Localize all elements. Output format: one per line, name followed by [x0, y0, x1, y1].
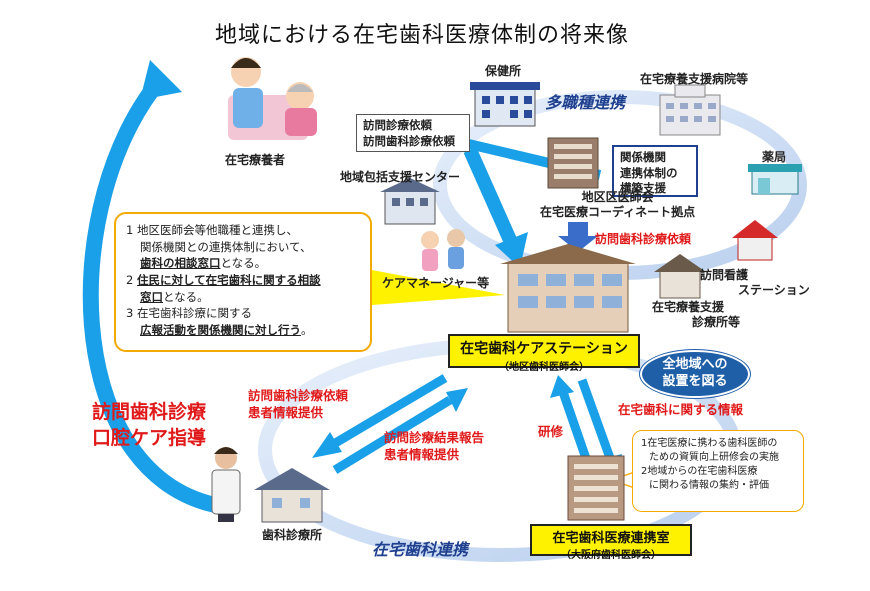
info-line-7: 広報活動を関係機関に対し行う。 — [126, 322, 360, 339]
care-manager-label: ケアマネージャー等 — [382, 276, 490, 290]
kankei-box-line: 関係機関 — [620, 150, 666, 164]
clinic-building — [254, 468, 330, 523]
request-arrow — [463, 147, 517, 243]
clinic-label: 歯科診療所 — [262, 528, 323, 542]
houmon-kango-line: 訪問看護 — [700, 268, 749, 282]
patient-label: 在宅療養者 — [225, 153, 286, 167]
houmon-kango-label: 訪問看護 ステーション — [700, 268, 810, 298]
pharmacy-building — [748, 164, 802, 195]
research-line: 1在宅医療に携わる歯科医師の — [641, 438, 778, 449]
patient-illustration — [228, 57, 317, 140]
info-underline: 広報活動を関係機関に対し行う — [140, 323, 301, 338]
dentist-illustration — [211, 447, 241, 522]
shien-shinryo-line: 在宅療養支援 — [652, 300, 725, 314]
setup-oval: 全地域への 設置を図る — [640, 350, 750, 398]
shika-joho-label: 在宅歯科に関する情報 — [618, 402, 744, 417]
care-manager-illustration — [421, 229, 465, 271]
care-station-building — [500, 244, 636, 333]
renkei-room-building — [567, 455, 625, 521]
result-report-arrow — [332, 396, 453, 474]
info-line-3: 歯科の相談窓口となる。 — [126, 255, 360, 272]
renkei-room-box: 在宅歯科医療連携室 （大阪府歯科医師会） — [530, 524, 692, 561]
kenshu-arrowhead — [550, 375, 574, 398]
request-box-line: 訪問歯科診療依頼 — [363, 133, 455, 148]
info-text: となる。 — [163, 289, 209, 304]
info-line-4: 2 住民に対して在宅歯科に関する相談 — [126, 272, 360, 289]
district-label: 地区区医師会 在宅医療コーディネート拠点 — [540, 190, 695, 220]
kankei-box-line: 構築支援 — [620, 181, 666, 196]
info-underline: 歯科の相談窓口 — [140, 256, 221, 271]
district-label-line: 地区区医師会 — [581, 190, 654, 204]
left-red-line: 訪問歯科診療 — [92, 401, 207, 423]
left-red-label: 訪問歯科診療 口腔ケア指導 — [92, 400, 206, 451]
result-report-line: 訪問診療結果報告 — [384, 430, 485, 445]
info-text: となる。 — [220, 256, 267, 271]
request-box: 訪問診療依頼 訪問歯科診療依頼 — [356, 114, 470, 152]
role-info-box: 1 地区医師会等他職種と連携し、 関係機関との連携体制において、 歯科の相談窓口… — [114, 212, 372, 352]
hospital-building — [659, 84, 721, 136]
research-line: 2地域からの在宅歯科医療 — [641, 466, 758, 477]
result-report-arrowhead — [446, 388, 468, 412]
hokenjo-label: 保健所 — [485, 64, 522, 78]
setup-oval-line: 全地域への — [662, 357, 728, 373]
district-building — [547, 137, 599, 189]
result-report-line: 患者情報提供 — [384, 446, 460, 462]
shien-shinryo-building — [654, 254, 706, 299]
info-line: 3 在宅歯科診療に関する — [126, 306, 252, 321]
pharmacy-label: 薬局 — [762, 150, 787, 164]
left-red-line: 口腔ケア指導 — [92, 426, 207, 449]
kankei-box-line: 連携体制の — [620, 165, 678, 180]
research-line: ための資質向上研修会の実施 — [649, 452, 779, 463]
houmon-kango-building — [732, 220, 778, 261]
info-underline: 住民に対して在宅歯科に関する相談 — [136, 273, 321, 288]
request-info-line: 訪問歯科診療依頼 — [248, 388, 349, 403]
info-num: 2 — [126, 273, 137, 288]
info-pointer — [372, 270, 505, 305]
info-line-5: 窓口となる。 — [126, 289, 360, 306]
district-label-line: 在宅医療コーディネート拠点 — [540, 205, 696, 219]
district-down-arrow — [558, 222, 598, 252]
shien-shinryo-label: 在宅療養支援 診療所等 — [652, 300, 740, 330]
request-info-line: 患者情報提供 — [248, 404, 324, 420]
info-line: 1 地区医師会等他職種と連携し、 — [126, 223, 298, 237]
info-line: 関係機関との連携体制において、 — [140, 239, 312, 254]
houmon-shika-irai-label: 訪問歯科診療依頼 — [595, 232, 692, 246]
info-underline: 窓口 — [140, 289, 163, 304]
hospital-label: 在宅療養支援病院等 — [640, 72, 749, 86]
request-info-label: 訪問歯科診療依頼 患者情報提供 — [248, 388, 348, 422]
request-info-arrow — [329, 374, 448, 449]
info-arrow — [577, 378, 615, 460]
left-curved-arrowhead — [140, 60, 182, 100]
page-title: 地域における在宅歯科医療体制の将来像 — [215, 23, 630, 48]
tashokushu-label: 多職種連携 — [545, 93, 626, 112]
renkei-room-title: 在宅歯科医療連携室 — [552, 531, 670, 546]
zaitaku-shika-renkei-label: 在宅歯科連携 — [372, 540, 469, 559]
setup-oval-line: 設置を図る — [662, 374, 728, 389]
shien-shinryo-line: 診療所等 — [692, 315, 741, 329]
request-box-line: 訪問診療依頼 — [363, 118, 432, 132]
houmon-kango-line: ステーション — [738, 283, 810, 297]
request-info-arrowhead — [312, 432, 342, 458]
research-line: に関わる情報の集約・評価 — [649, 480, 769, 491]
hokenjo-building — [470, 82, 540, 127]
care-station-sub: （地区歯科医師会） — [499, 362, 589, 373]
chiiki-center-label: 地域包括支援センター — [340, 170, 461, 184]
research-box: 1在宅医療に携わる歯科医師の ための資質向上研修会の実施 2地域からの在宅歯科医… — [632, 430, 804, 512]
care-station-box: 在宅歯科ケアステーション （地区歯科医師会） — [448, 334, 640, 373]
chiiki-center-building — [380, 178, 440, 225]
care-station-title: 在宅歯科ケアステーション — [460, 341, 628, 357]
kankei-box: 関係機関 連携体制の 構築支援 — [612, 145, 698, 197]
kenshu-label: 研修 — [538, 424, 564, 439]
info-text: 。 — [301, 323, 313, 338]
result-report-label: 訪問診療結果報告 患者情報提供 — [384, 430, 484, 464]
renkei-room-sub: （大阪府歯科医師会） — [561, 550, 661, 561]
left-curved-arrow — [82, 74, 217, 513]
